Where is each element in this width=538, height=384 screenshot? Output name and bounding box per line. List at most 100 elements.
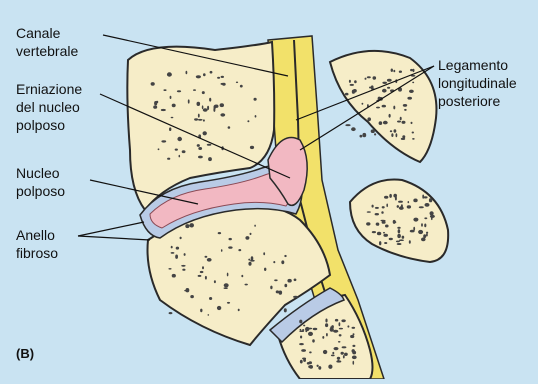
bone-pore	[339, 322, 341, 326]
bone-pore	[367, 211, 371, 213]
bone-pore	[284, 284, 287, 288]
bone-pore	[308, 365, 312, 368]
bone-pore	[367, 117, 371, 121]
bone-pore	[300, 360, 303, 364]
label-spinal-canal: Canale vertebrale	[16, 24, 78, 60]
bone-pore	[404, 109, 407, 111]
bone-pore	[407, 97, 412, 100]
bone-pore	[299, 330, 304, 332]
bone-pore	[229, 238, 232, 240]
bone-pore	[389, 114, 391, 118]
bone-pore	[228, 246, 232, 248]
bone-pore	[255, 115, 257, 118]
bone-pore	[350, 84, 354, 86]
bone-pore	[203, 119, 205, 121]
bone-pore	[369, 87, 371, 89]
bone-pore	[293, 296, 298, 298]
bone-pore	[362, 103, 364, 105]
bone-pore	[224, 283, 229, 287]
label-herniation: Erniazione del nucleo polposo	[16, 80, 82, 134]
bone-pore	[413, 69, 415, 72]
bone-pore	[377, 224, 379, 226]
bone-pore	[270, 286, 272, 290]
bone-pore	[205, 256, 208, 258]
bone-pore	[410, 230, 415, 233]
bone-pore	[412, 132, 414, 134]
bone-pore	[385, 225, 389, 228]
bone-pore	[299, 320, 302, 324]
bone-pore	[214, 105, 218, 108]
bone-pore	[240, 85, 243, 88]
bone-pore	[181, 265, 185, 267]
bone-pore	[393, 194, 397, 198]
bone-pore	[248, 262, 251, 266]
bone-pore	[241, 275, 243, 278]
bone-pore	[412, 138, 415, 140]
bone-pore	[203, 73, 206, 76]
bone-pore	[228, 126, 231, 129]
bone-pore	[180, 237, 182, 240]
bone-pore	[344, 353, 348, 356]
bone-pore	[394, 129, 397, 132]
bone-pore	[236, 82, 238, 84]
bone-pore	[203, 131, 207, 135]
bone-pore	[389, 194, 392, 198]
bone-pore	[209, 297, 212, 300]
bone-pore	[339, 328, 343, 330]
bone-pore	[227, 302, 230, 304]
bone-pore	[337, 357, 340, 360]
bone-pore	[352, 356, 357, 360]
lower-posterior-process	[350, 179, 448, 262]
bone-pore	[301, 349, 306, 352]
bone-pore	[205, 276, 207, 280]
bone-pore	[153, 105, 157, 108]
label-nucleus-line2: polposo	[16, 182, 65, 200]
label-annulus: Anello fibroso	[16, 226, 58, 262]
bone-pore	[384, 242, 387, 244]
bone-pore	[426, 234, 428, 237]
bone-pore	[171, 117, 174, 119]
bone-pore	[337, 360, 339, 362]
bone-pore	[202, 105, 204, 109]
bone-pore	[396, 241, 400, 243]
bone-pore	[217, 77, 220, 79]
label-spinal-canal-line2: vertebrale	[16, 42, 78, 60]
bone-pore	[279, 291, 283, 295]
bone-pore	[397, 205, 399, 208]
bone-pore	[350, 335, 354, 338]
bone-pore	[387, 79, 392, 82]
bone-pore	[197, 144, 200, 147]
bone-pore	[202, 91, 205, 94]
label-annulus-line2: fibroso	[16, 244, 58, 262]
bone-pore	[274, 279, 278, 281]
bone-pore	[186, 71, 188, 75]
bone-pore	[177, 137, 182, 141]
bone-pore	[207, 144, 212, 146]
bone-pore	[294, 279, 297, 282]
bone-pore	[175, 255, 178, 259]
bone-pore	[332, 352, 334, 355]
bone-pore	[382, 206, 385, 208]
bone-pore	[245, 236, 249, 240]
bone-pore	[399, 71, 402, 73]
bone-pore	[343, 355, 345, 358]
bone-pore	[220, 103, 224, 107]
bone-pore	[171, 252, 175, 254]
bone-pore	[412, 82, 414, 84]
bone-pore	[371, 129, 375, 133]
bone-pore	[374, 133, 376, 135]
bone-pore	[353, 361, 355, 365]
bone-pore	[250, 260, 255, 262]
bone-pore	[300, 329, 302, 331]
bone-pore	[409, 240, 411, 243]
bone-pore	[410, 69, 413, 71]
bone-pore	[203, 108, 208, 112]
bone-pore	[263, 252, 265, 255]
bone-pore	[220, 113, 225, 116]
bone-pore	[399, 239, 404, 241]
bone-pore	[302, 358, 306, 360]
bone-pore	[208, 314, 210, 316]
bone-pore	[387, 87, 390, 89]
bone-pore	[372, 205, 374, 208]
